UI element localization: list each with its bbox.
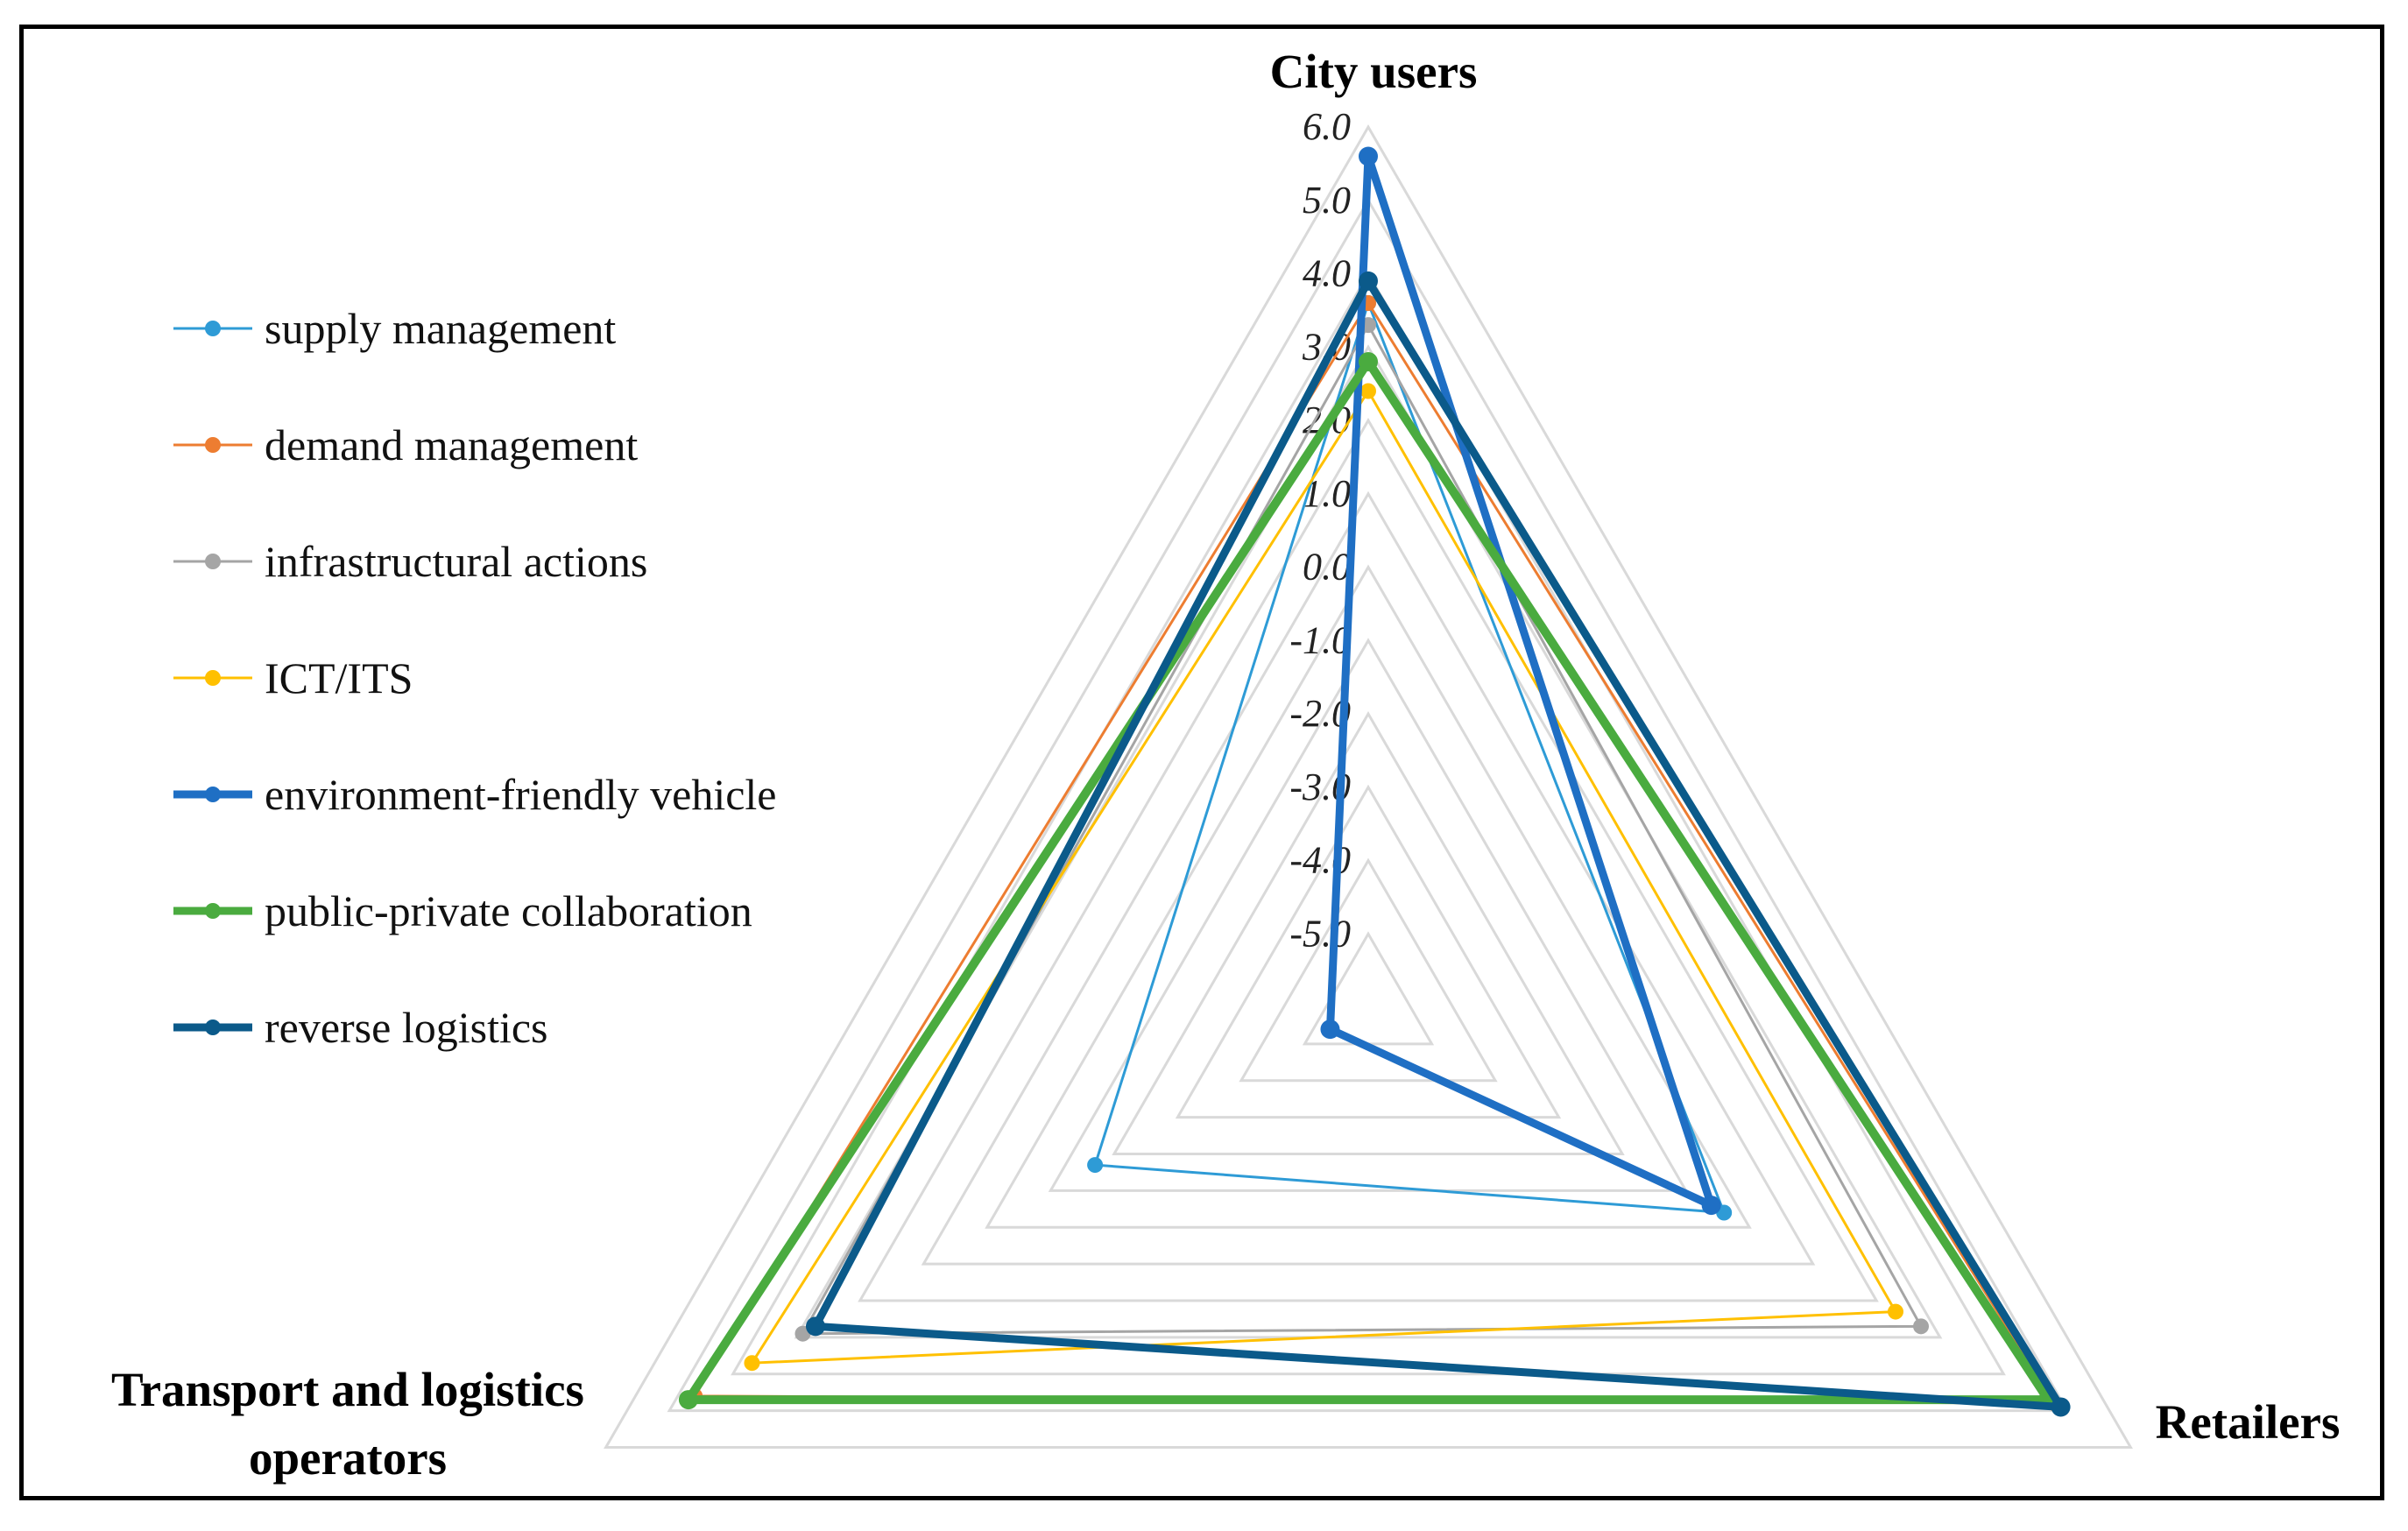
tick-label: 0.0 <box>1303 546 1351 589</box>
legend-marker-public-private-collaboration <box>205 903 221 919</box>
data-point-reverse-logistics <box>2051 1397 2071 1417</box>
grid-ring <box>1048 638 1689 1192</box>
tick-label: -1.0 <box>1289 618 1351 661</box>
grid-ring <box>858 418 1879 1302</box>
legend-label-infrastructural-actions: infrastructural actions <box>265 537 647 586</box>
grid-ring <box>667 197 2070 1413</box>
series-line-public-private-collaboration <box>683 357 2053 1405</box>
axis-title-line: operators <box>249 1431 447 1485</box>
grid-ring <box>1175 784 1562 1119</box>
axis-title-line: Retailers <box>2156 1395 2341 1449</box>
legend-marker-infrastructural-actions <box>205 554 221 569</box>
data-point-environment-friendly-vehicle <box>1359 146 1378 166</box>
legend-marker-supply-management <box>205 321 221 336</box>
data-point-reverse-logistics <box>805 1316 825 1337</box>
data-point-environment-friendly-vehicle <box>1701 1196 1721 1216</box>
series-line-infrastructural-actions <box>801 323 1923 1336</box>
legend-marker-demand-management <box>205 437 221 453</box>
axis-title-1: City users <box>1270 45 1478 98</box>
axis-title-line: City users <box>1270 45 1478 98</box>
legend-marker-ict-its <box>205 670 221 686</box>
data-point-public-private-collaboration <box>1359 352 1378 371</box>
grid-ring <box>731 271 2006 1376</box>
series-line-environment-friendly-vehicle <box>1325 152 1716 1210</box>
legend-label-reverse-logistics: reverse logistics <box>265 1003 548 1052</box>
legend-label-supply-management: supply management <box>265 304 616 353</box>
tick-label: 6.0 <box>1303 105 1351 148</box>
grid-ring <box>985 564 1752 1229</box>
data-point-infrastructural-actions <box>1913 1318 1930 1335</box>
series-line-ict-its <box>750 390 1897 1365</box>
tick-label: -5.0 <box>1289 912 1351 955</box>
grid-ring <box>604 123 2133 1449</box>
grid-ring <box>1239 857 1498 1083</box>
data-point-reverse-logistics <box>1359 271 1378 291</box>
grid-ring <box>921 490 1816 1266</box>
axis-title-3: Transport and logistics operators <box>111 1363 584 1485</box>
legend-label-demand-management: demand management <box>265 420 638 469</box>
chart-frame <box>19 25 2384 1500</box>
legend-label-environment-friendly-vehicle: environment-friendly vehicle <box>265 770 777 819</box>
legend-label-ict-its: ICT/ITS <box>265 653 413 702</box>
legend-marker-reverse-logistics <box>205 1019 221 1035</box>
legend-label-public-private-collaboration: public-private collaboration <box>265 886 752 935</box>
axis-title-2: Retailers <box>2156 1395 2341 1449</box>
grid-ring <box>1112 711 1625 1155</box>
series-line-reverse-logistics <box>811 277 2066 1411</box>
data-point-supply-management <box>1087 1157 1104 1174</box>
tick-label: 4.0 <box>1303 252 1351 295</box>
series-line-demand-management <box>693 301 2056 1405</box>
tick-label: 5.0 <box>1303 179 1351 222</box>
data-point-ict-its <box>1887 1303 1903 1320</box>
data-point-ict-its <box>744 1355 760 1372</box>
data-point-public-private-collaboration <box>678 1390 698 1410</box>
data-point-ict-its <box>1360 383 1376 399</box>
legend-marker-environment-friendly-vehicle <box>205 787 221 802</box>
data-point-environment-friendly-vehicle <box>1320 1019 1340 1040</box>
tick-label: 1.0 <box>1303 472 1351 515</box>
axis-title-line: Transport and logistics <box>111 1363 584 1416</box>
series-line-supply-management <box>1093 301 1726 1214</box>
